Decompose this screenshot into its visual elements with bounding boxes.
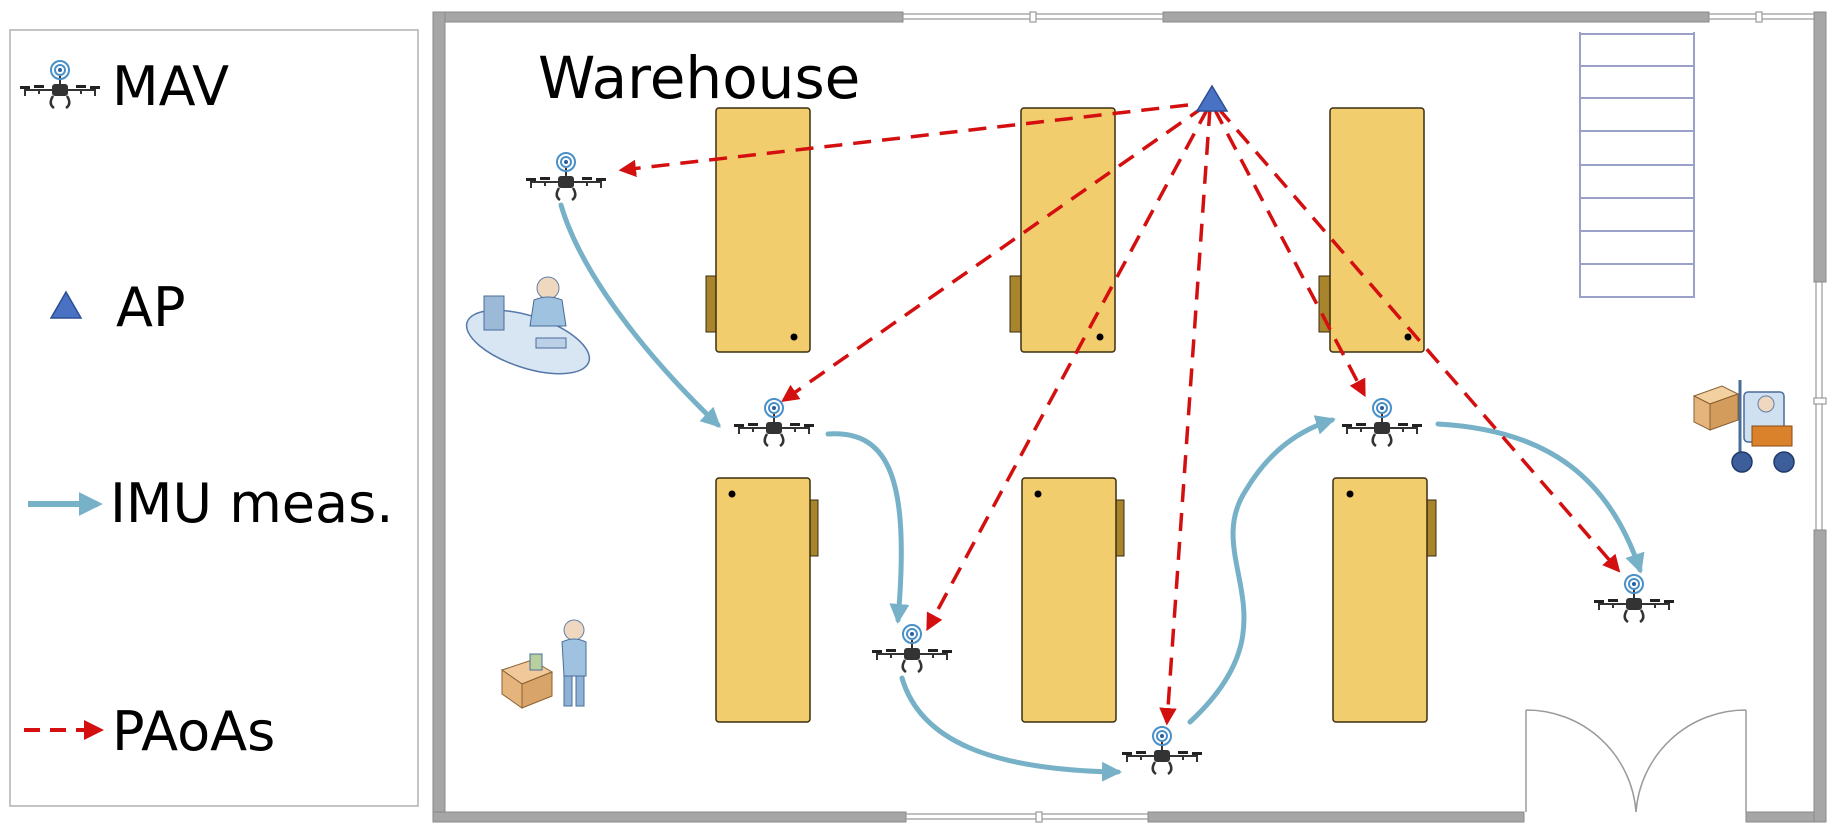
forklift-icon xyxy=(1692,380,1795,473)
paoa-arrow xyxy=(926,107,1210,632)
double-door xyxy=(1525,709,1747,813)
paoa-arrow xyxy=(618,103,1189,178)
legend: MAV AP IMU meas. PAoAs xyxy=(9,29,419,807)
paoa-arrow xyxy=(1159,107,1212,726)
legend-item-ap: AP xyxy=(49,276,186,339)
legend-item-paoa: PAoAs xyxy=(24,700,275,763)
imu-paths xyxy=(558,202,1645,782)
paoa-arrow xyxy=(1212,107,1366,398)
worker-with-box-icon xyxy=(500,619,587,709)
warehouse-floor xyxy=(440,20,1820,810)
legend-item-imu: IMU meas. xyxy=(28,472,393,535)
shelf xyxy=(1009,107,1116,353)
shelf xyxy=(1318,107,1425,353)
legend-label-ap: AP xyxy=(116,276,186,339)
shelf xyxy=(1021,477,1125,723)
triangle-icon xyxy=(49,290,83,319)
warehouse-walls xyxy=(432,11,1827,823)
legend-label-imu: IMU meas. xyxy=(110,472,393,535)
legend-label-paoa: PAoAs xyxy=(112,700,275,763)
shelf xyxy=(715,477,819,723)
imu-path xyxy=(1187,415,1336,725)
warehouse-map: Warehouse xyxy=(432,11,1827,823)
shelf xyxy=(705,107,811,353)
imu-path xyxy=(1435,421,1645,574)
worker-at-desk-icon xyxy=(465,276,591,375)
legend-box xyxy=(9,29,419,807)
imu-path xyxy=(899,675,1122,782)
legend-label-mav: MAV xyxy=(112,55,229,118)
imu-path xyxy=(558,202,721,428)
legend-item-mav: MAV xyxy=(18,55,229,118)
paoa-arrow xyxy=(1216,106,1621,573)
shelf xyxy=(1332,477,1437,723)
access-point-triangle-icon xyxy=(1195,84,1229,112)
paoa-arrows xyxy=(618,103,1621,726)
imu-path xyxy=(825,431,910,624)
windows xyxy=(903,11,1827,823)
storage-rack xyxy=(1579,32,1695,298)
map-title: Warehouse xyxy=(538,44,860,112)
